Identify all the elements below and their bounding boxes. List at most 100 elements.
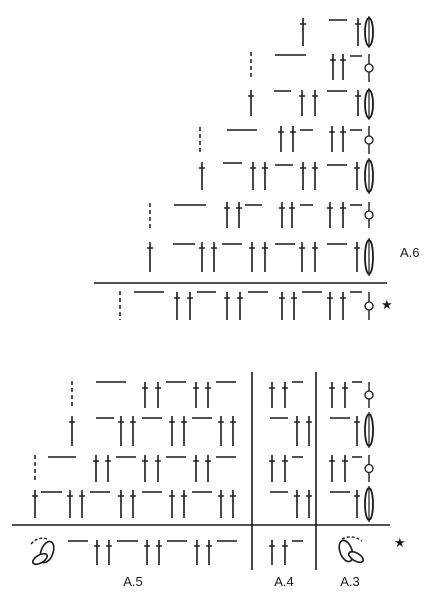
treble-crochet-icon — [156, 540, 162, 565]
treble-crochet-icon — [262, 162, 268, 190]
treble-crochet-icon — [199, 162, 205, 190]
turning-chain-icon — [364, 126, 374, 154]
treble-crochet-icon — [206, 540, 212, 565]
leaf-stitch-icon — [364, 412, 374, 448]
treble-crochet-icon — [340, 54, 346, 80]
treble-crochet-icon — [205, 455, 211, 482]
treble-crochet-icon — [312, 90, 318, 116]
treble-crochet-icon — [340, 126, 346, 152]
treble-crochet-icon — [169, 490, 175, 518]
treble-crochet-icon — [306, 490, 312, 518]
treble-crochet-icon — [248, 90, 254, 116]
treble-crochet-icon — [279, 202, 285, 228]
star-marker: ★ — [394, 535, 406, 550]
treble-crochet-icon — [327, 202, 333, 228]
treble-crochet-icon — [32, 490, 38, 518]
leaf-stitch-icon — [364, 238, 374, 276]
treble-crochet-icon — [262, 242, 268, 272]
leaf-stitch-icon — [364, 88, 374, 120]
treble-crochet-icon — [354, 162, 360, 190]
treble-crochet-icon — [218, 416, 224, 446]
treble-crochet-icon — [187, 292, 193, 320]
treble-crochet-icon — [300, 18, 306, 46]
label-a6: A.6 — [400, 245, 420, 260]
turning-chain-icon — [364, 54, 374, 82]
treble-crochet-icon — [93, 455, 99, 482]
treble-crochet-icon — [327, 292, 333, 320]
treble-crochet-icon — [237, 292, 243, 320]
turning-chain-icon — [364, 202, 374, 228]
treble-crochet-icon — [329, 455, 335, 482]
diagram-marks — [12, 16, 390, 570]
leaf-cluster-icon — [30, 537, 55, 566]
treble-crochet-icon — [130, 416, 136, 446]
treble-crochet-icon — [299, 90, 305, 116]
treble-crochet-icon — [355, 90, 361, 116]
treble-crochet-icon — [355, 18, 361, 46]
leaf-stitch-icon — [364, 158, 374, 194]
treble-crochet-icon — [330, 54, 336, 80]
treble-crochet-icon — [282, 382, 288, 408]
leaf-stitch-icon — [364, 16, 374, 48]
treble-crochet-icon — [193, 382, 199, 408]
treble-crochet-icon — [181, 490, 187, 518]
treble-crochet-icon — [290, 126, 296, 152]
treble-crochet-icon — [340, 292, 346, 320]
treble-crochet-icon — [94, 540, 100, 565]
treble-crochet-icon — [340, 202, 346, 228]
treble-crochet-icon — [294, 490, 300, 518]
treble-crochet-icon — [69, 416, 75, 446]
treble-crochet-icon — [205, 382, 211, 408]
treble-crochet-icon — [282, 455, 288, 482]
treble-crochet-icon — [354, 242, 360, 272]
treble-crochet-icon — [269, 455, 275, 482]
treble-crochet-icon — [67, 490, 73, 518]
treble-crochet-icon — [306, 416, 312, 446]
treble-crochet-icon — [155, 382, 161, 408]
treble-crochet-icon — [130, 490, 136, 518]
turning-chain-icon — [364, 455, 374, 482]
treble-crochet-icon — [249, 242, 255, 272]
treble-crochet-icon — [118, 416, 124, 446]
treble-crochet-icon — [142, 382, 148, 408]
treble-crochet-icon — [312, 242, 318, 272]
treble-crochet-icon — [174, 292, 180, 320]
treble-crochet-icon — [144, 540, 150, 565]
treble-crochet-icon — [230, 490, 236, 518]
treble-crochet-icon — [106, 540, 112, 565]
label-a5: A.5 — [123, 574, 143, 589]
treble-crochet-icon — [278, 126, 284, 152]
label-a4: A.4 — [274, 574, 294, 589]
turning-chain-icon — [364, 382, 374, 408]
treble-crochet-icon — [218, 490, 224, 518]
treble-crochet-icon — [354, 490, 360, 518]
treble-crochet-icon — [147, 242, 153, 272]
treble-crochet-icon — [199, 242, 205, 272]
treble-crochet-icon — [105, 455, 111, 482]
treble-crochet-icon — [269, 540, 275, 565]
treble-crochet-icon — [342, 382, 348, 408]
treble-crochet-icon — [250, 162, 256, 190]
treble-crochet-icon — [230, 416, 236, 446]
treble-crochet-icon — [312, 162, 318, 190]
turning-chain-icon — [364, 292, 374, 320]
treble-crochet-icon — [329, 382, 335, 408]
treble-crochet-icon — [342, 455, 348, 482]
treble-crochet-icon — [193, 455, 199, 482]
treble-crochet-icon — [282, 540, 288, 565]
treble-crochet-icon — [299, 242, 305, 272]
treble-crochet-icon — [269, 382, 275, 408]
treble-crochet-icon — [211, 242, 217, 272]
treble-crochet-icon — [236, 202, 242, 228]
treble-crochet-icon — [224, 292, 230, 320]
leaf-stitch-icon — [364, 486, 374, 522]
treble-crochet-icon — [155, 455, 161, 482]
treble-crochet-icon — [294, 416, 300, 446]
treble-crochet-icon — [279, 292, 285, 320]
treble-crochet-icon — [354, 416, 360, 446]
treble-crochet-icon — [224, 202, 230, 228]
label-a3: A.3 — [340, 574, 360, 589]
treble-crochet-icon — [194, 540, 200, 565]
